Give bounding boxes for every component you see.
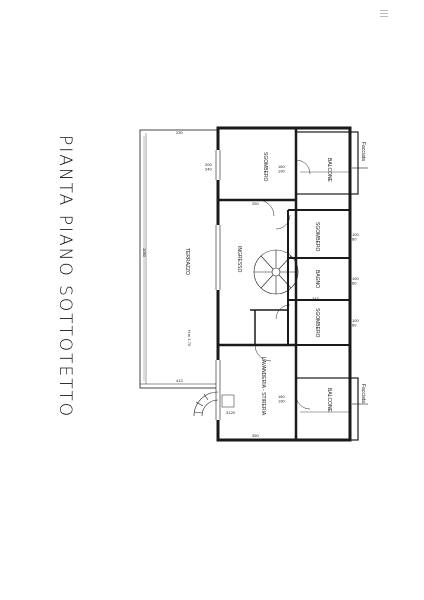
dim-230: 230 — [176, 130, 183, 135]
dim-243: 243 — [312, 296, 319, 301]
plan-title: PIANTA PIANO SOTTOTETTO — [55, 135, 75, 418]
external-spiral-stair — [193, 391, 219, 417]
dim-350: 350 — [252, 433, 259, 438]
room-labels: TERRAZZO SGOMBERO BALCONE INGRESSO SGOMB… — [184, 152, 332, 416]
spiral-staircase — [253, 249, 299, 295]
room-balcone-top: BALCONE — [326, 158, 332, 183]
facade-label-bottom: Facciata — [360, 384, 366, 403]
room-ingresso: INGRESSO — [236, 246, 242, 273]
dim-ht-170: H.m 1.70 — [187, 330, 192, 347]
room-terrazzo: TERRAZZO — [184, 248, 190, 275]
dim-413: 413 — [176, 378, 183, 383]
room-sgombero-mid: SGOMBERO — [314, 222, 320, 252]
menu-icon[interactable] — [380, 10, 388, 18]
plan-linework — [139, 126, 359, 442]
room-sgombero-low: SGOMBERO — [314, 308, 320, 338]
room-balcone-bottom: BALCONE — [326, 388, 332, 413]
room-lavanderia: LAVANDERIA - STIRERIA — [260, 357, 266, 416]
facade-label-top: Facciata — [360, 142, 366, 161]
dim-250: 250 — [252, 201, 259, 206]
room-bagno: BAGNO — [314, 270, 320, 288]
dim-3120: 3120 — [226, 410, 236, 415]
dim-1050: 1050 — [142, 248, 147, 258]
room-sgombero-top: SGOMBERO — [262, 152, 268, 182]
facade-markers: Facciata Facciata — [352, 142, 368, 405]
